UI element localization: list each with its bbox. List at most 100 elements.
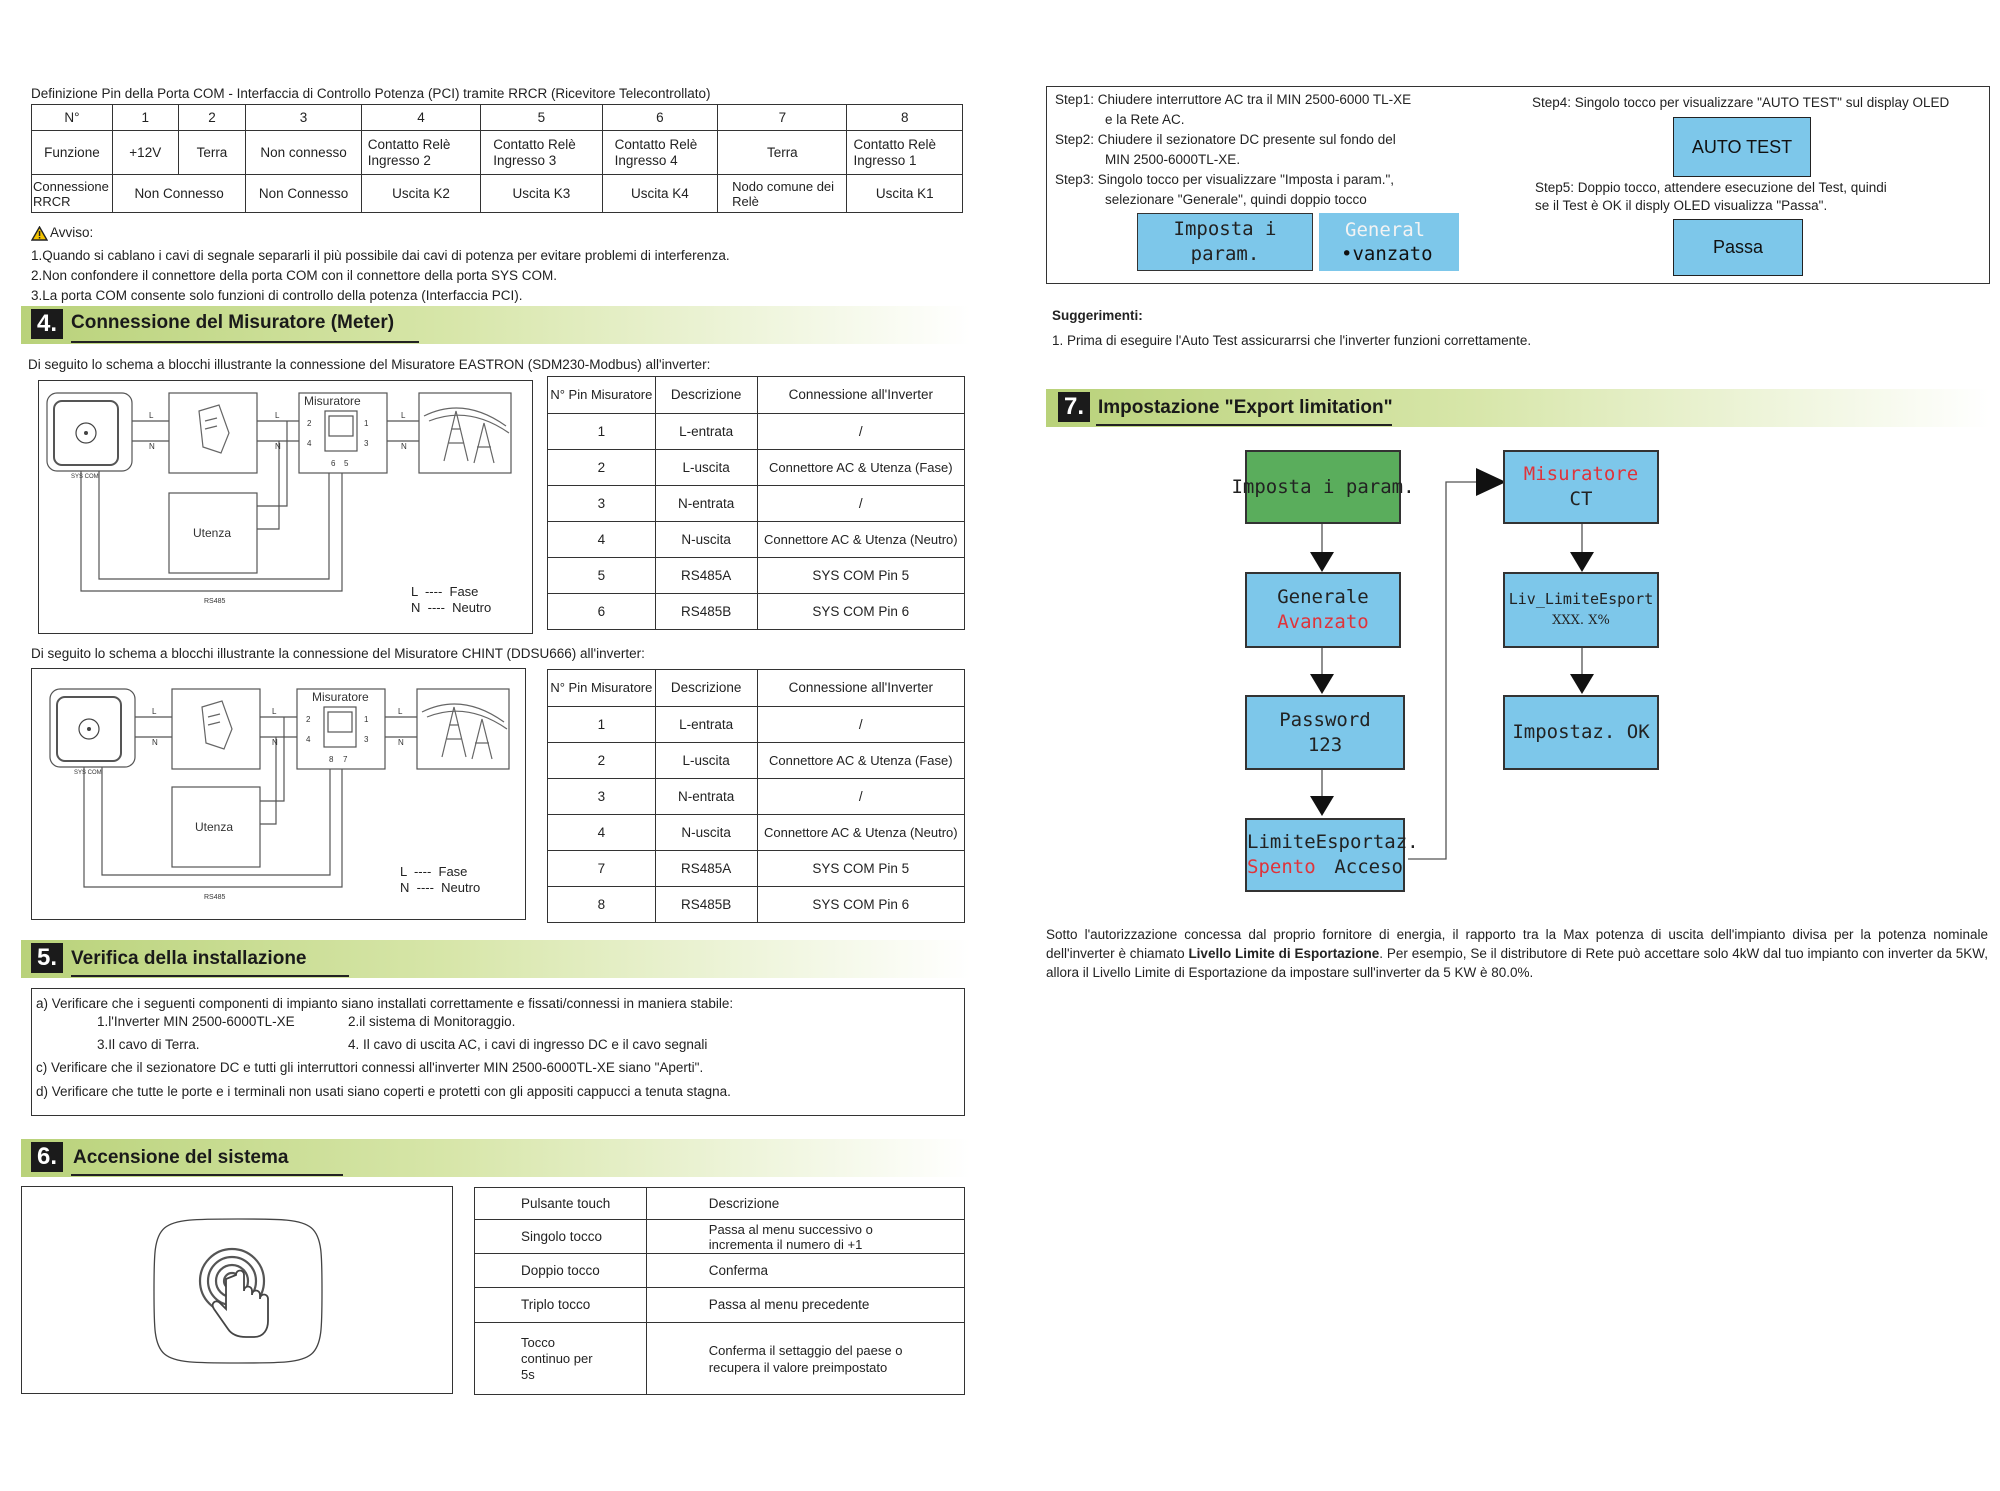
cell: Descrizione	[645, 1187, 966, 1220]
flow-misuratore-screen: Misuratore CT	[1503, 450, 1659, 524]
cell: Contatto Relè Ingresso 4	[601, 130, 719, 175]
cell: Passa al menu successivo o incrementa il…	[645, 1219, 966, 1254]
flow-text: CT	[1569, 488, 1593, 510]
eastron-diagram: Misuratore Utenza RS485 SYS COM L N L N …	[38, 380, 533, 634]
cell: Pulsante touch	[474, 1187, 647, 1220]
verifica-a4: 4. Il cavo di uscita AC, i cavi di ingre…	[348, 1037, 708, 1052]
diagram-pin-label: 4	[307, 439, 312, 448]
cell: 2	[547, 449, 656, 486]
cell: 6	[547, 593, 656, 630]
flow-text: LimiteEsportaz.	[1247, 831, 1419, 853]
verifica-box: a) Verificare che i seguenti componenti …	[31, 988, 965, 1116]
auto-test-label: AUTO TEST	[1691, 136, 1793, 157]
step2-line1: Step2: Chiudere il sezionatore DC presen…	[1055, 132, 1396, 147]
diagram-legend-fase: L ---- Fase	[400, 864, 468, 879]
diagram-pin-label: 1	[364, 419, 369, 428]
flow-password-screen: Password 123	[1245, 695, 1405, 770]
passa-display: Passa	[1673, 219, 1803, 276]
pin-com-funzione-row: Funzione +12V Terra Non connesso Contatt…	[31, 130, 963, 175]
section-6-header: 6. Accensione del sistema	[21, 1139, 971, 1177]
cell: Connessione RRCR	[31, 174, 113, 213]
flow-text: Generale	[1277, 586, 1369, 608]
section-underline	[71, 975, 349, 977]
cell: SYS COM Pin 5	[756, 557, 966, 594]
auto-test-display: AUTO TEST	[1673, 117, 1811, 177]
diagram-syscom-label: SYS COM	[71, 474, 99, 480]
diagram-l-label: L	[149, 411, 154, 420]
diagram-n-label: N	[152, 738, 158, 747]
flow-impostaz-screen: Impostaz. OK	[1503, 695, 1659, 770]
cell: SYS COM Pin 6	[756, 886, 966, 923]
table-header-row: N° Pin Misuratore Descrizione Connession…	[547, 669, 966, 707]
flow-text: Liv_LimiteEsport	[1508, 590, 1654, 608]
cell: /	[756, 413, 966, 450]
cell: L-entrata	[654, 413, 758, 450]
flow-limite-screen: LimiteEsportaz. Spento Acceso	[1245, 818, 1419, 892]
diagram-misuratore-label: Misuratore	[304, 394, 361, 408]
cell: 5	[480, 104, 603, 131]
paragraph-bold: Livello Limite di Esportazione	[1188, 946, 1380, 961]
section-4-header: 4. Connessione del Misuratore (Meter)	[21, 306, 971, 344]
cell: Conferma	[645, 1253, 966, 1288]
avviso-block: Avviso: 1.Quando si cablano i cavi di se…	[31, 224, 971, 306]
chint-pin-table: N° Pin Misuratore Descrizione Connession…	[547, 669, 966, 923]
diagram-l-label: L	[272, 707, 277, 716]
flow-text-highlight: Avanzato	[1277, 611, 1369, 633]
cell: Connettore AC & Utenza (Neutro)	[756, 521, 966, 558]
flow-text: 123	[1307, 733, 1343, 756]
diagram-syscom-label: SYS COM	[74, 770, 102, 776]
step4-text: Step4: Singolo tocco per visualizzare "A…	[1532, 95, 1950, 110]
cell: 7	[547, 850, 656, 887]
diagram-misuratore-label: Misuratore	[312, 690, 369, 704]
flow-option-acceso: Acceso	[1334, 856, 1403, 878]
diagram-pin-label: 2	[306, 715, 311, 724]
verifica-a: a) Verificare che i seguenti componenti …	[36, 996, 734, 1011]
diagram-pin-label: 3	[364, 735, 369, 744]
pin-com-header-row: N° 1 2 3 4 5 6 7 8	[31, 104, 963, 131]
oled-text: Imposta i param.	[1173, 218, 1277, 265]
cell: 4	[547, 521, 656, 558]
table-row: Singolo tocco Passa al menu successivo o…	[474, 1219, 966, 1254]
flow-liv-screen: Liv_LimiteEsport XXX. X%	[1503, 572, 1659, 648]
cell: Contatto Relè Ingresso 1	[846, 130, 963, 175]
cell: Nodo comune dei Relè	[717, 174, 848, 213]
section-title: Connessione del Misuratore (Meter)	[71, 312, 395, 333]
flow-text: XXX. X%	[1552, 613, 1610, 628]
avviso-title-row: Avviso:	[31, 224, 971, 242]
cell: Conferma il settaggio del paese o recupe…	[645, 1322, 966, 1395]
verifica-c: c) Verificare che il sezionatore DC e tu…	[36, 1060, 704, 1075]
cell: Passa al menu precedente	[645, 1287, 966, 1323]
cell: N° Pin Misuratore	[547, 376, 656, 414]
table-row: Triplo tocco Passa al menu precedente	[474, 1287, 966, 1323]
section-5-header: 5. Verifica della installazione	[21, 940, 971, 978]
cell: 1	[111, 104, 179, 131]
diagram-pin-label: 5	[344, 459, 349, 468]
flow-limite-options: Spento Acceso	[1247, 855, 1403, 880]
flow-option-spento: Spento	[1247, 856, 1316, 878]
suggerimenti-title: Suggerimenti:	[1052, 308, 1143, 323]
diagram-legend-neutro: N ---- Neutro	[411, 600, 492, 615]
cell: 5	[547, 557, 656, 594]
diagram-n-label: N	[272, 738, 278, 747]
cell: N-entrata	[654, 778, 758, 815]
diagram-pin-label: 2	[307, 419, 312, 428]
avviso-item: 2.Non confondere il connettore della por…	[31, 268, 558, 283]
cell: SYS COM Pin 5	[756, 850, 966, 887]
cell: 2	[547, 742, 656, 779]
steps-box: Step1: Chiudere interruttore AC tra il M…	[1046, 86, 1990, 284]
diagram-rs485-label: RS485	[204, 598, 226, 605]
cell: SYS COM Pin 6	[756, 593, 966, 630]
cell: Uscita K4	[601, 174, 719, 213]
section-title: Accensione del sistema	[73, 1147, 289, 1168]
diagram-l-label: L	[401, 411, 406, 420]
cell: RS485A	[654, 850, 758, 887]
eastron-wiring-diagram: Misuratore Utenza RS485 SYS COM L N L N …	[46, 392, 512, 605]
step1-line1: Step1: Chiudere interruttore AC tra il M…	[1055, 92, 1412, 107]
cell: 3	[547, 485, 656, 522]
cell: 1	[547, 706, 656, 743]
